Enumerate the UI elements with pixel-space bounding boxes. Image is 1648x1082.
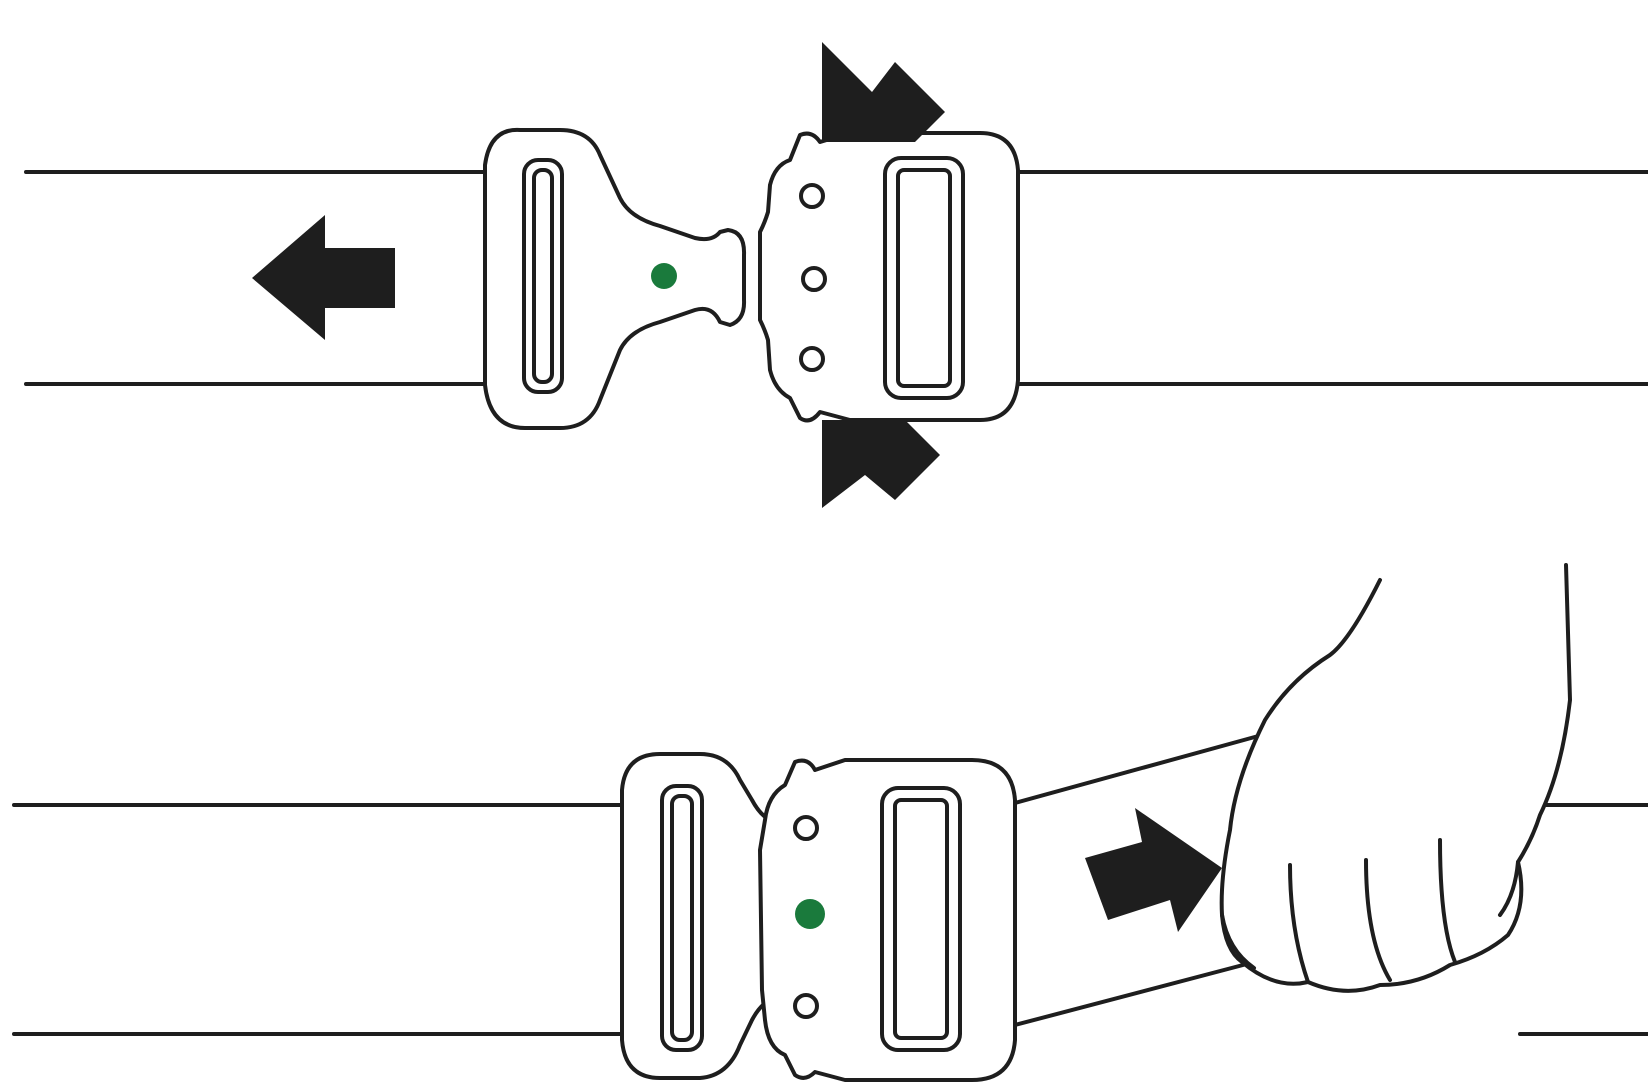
buckle-female-part xyxy=(758,131,1020,423)
indicator-hole-icon xyxy=(793,993,819,1019)
pull-right-arrow-icon xyxy=(1085,808,1222,932)
squeeze-up-arrow-icon xyxy=(822,420,940,508)
right-strap-bottom xyxy=(1518,803,1648,1036)
indicator-hole-icon xyxy=(799,183,825,209)
indicator-hole-icon xyxy=(799,346,825,372)
squeeze-down-arrow-icon xyxy=(822,42,945,142)
pull-left-arrow-icon xyxy=(252,215,395,340)
left-strap-bottom xyxy=(12,803,684,1036)
indicator-dot-locked-icon xyxy=(795,899,825,929)
buckle-closed-female xyxy=(758,758,1017,1082)
indicator-hole-icon xyxy=(793,815,819,841)
buckle-male-part xyxy=(483,127,747,430)
bottom-panel xyxy=(12,563,1648,1082)
hand-icon xyxy=(1219,563,1572,993)
right-strap-top xyxy=(1008,170,1648,386)
buckle-closed-male xyxy=(620,752,772,1080)
left-strap-top xyxy=(24,170,542,386)
top-panel xyxy=(24,42,1648,508)
indicator-dot-unlocked-icon xyxy=(801,266,827,292)
indicator-dot-locked-icon xyxy=(651,263,677,289)
